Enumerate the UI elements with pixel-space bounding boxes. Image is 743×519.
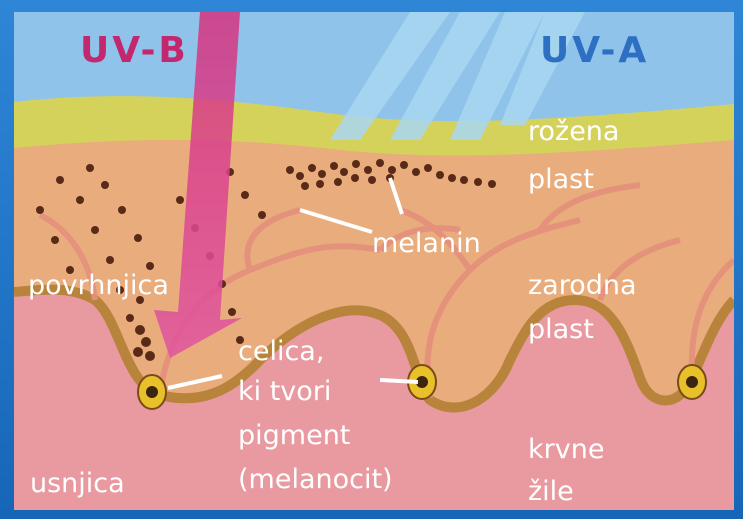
- label-krvne-line2: žile: [528, 476, 574, 507]
- label-usnjica: usnjica: [30, 468, 125, 499]
- label-celica-line4: (melanocit): [238, 464, 393, 495]
- label-melanin: melanin: [372, 228, 481, 259]
- label-zarodna-line1: zarodna: [528, 270, 637, 301]
- label-krvne-line1: krvne: [528, 434, 604, 465]
- label-celica-line2: ki tvori: [238, 376, 331, 407]
- uvb-heading: UV-B: [80, 30, 189, 71]
- label-zarodna-line2: plast: [528, 314, 594, 345]
- label-rozena-line1: rožena: [528, 116, 619, 147]
- label-celica-line1: celica,: [238, 336, 324, 367]
- uva-heading: UV-A: [540, 30, 649, 71]
- label-povrhnjica: povrhnjica: [28, 270, 169, 301]
- label-rozena-line2: plast: [528, 164, 594, 195]
- label-celica-line3: pigment: [238, 420, 350, 451]
